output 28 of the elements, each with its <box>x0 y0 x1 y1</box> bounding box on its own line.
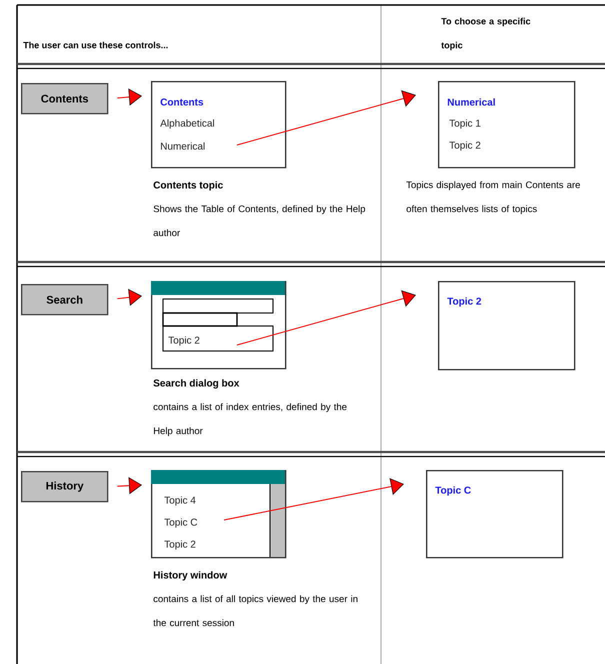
topic-heading: Contents <box>160 98 204 106</box>
caption-heading: History window <box>154 571 228 581</box>
arrow <box>116 288 142 306</box>
topic-entry: Alphabetical <box>160 119 214 129</box>
topic-entry: Topic 4 <box>164 496 196 506</box>
topic-entry: Topic 1 <box>449 119 480 129</box>
caption-text: contains a list of index entries, defined by the Help author <box>154 403 347 436</box>
topic-entry: Topic 2 <box>168 336 200 346</box>
button: Search <box>21 284 108 316</box>
topic-entry: Numerical <box>161 142 205 150</box>
topic-heading: Topic C <box>435 486 471 496</box>
column-heading: The user can use these controls... <box>23 42 168 48</box>
caption-heading: Contents topic <box>154 181 223 191</box>
topic-entry: Topic 2 <box>164 540 196 550</box>
arrow <box>224 478 404 520</box>
caption-text: contains a list of all topics viewed by the user in the current session <box>153 595 358 626</box>
arrow <box>236 90 416 146</box>
topic-heading: Numerical <box>448 98 495 106</box>
caption-heading: Search dialog box <box>153 379 240 389</box>
caption-text: Shows the Table of Contents, defined by the Help author <box>154 205 366 236</box>
topic-heading: Topic 2 <box>447 297 482 307</box>
button: Contents <box>21 83 108 114</box>
topic-entry: Topic C <box>164 518 198 528</box>
button: History <box>21 471 108 502</box>
caption-text: Topics displayed from main Contents are often themselves lists of topics <box>406 181 580 214</box>
arrow <box>236 290 416 346</box>
topic-entry: Topic 2 <box>449 141 480 151</box>
column-heading: To choose a specific topic <box>441 18 530 50</box>
